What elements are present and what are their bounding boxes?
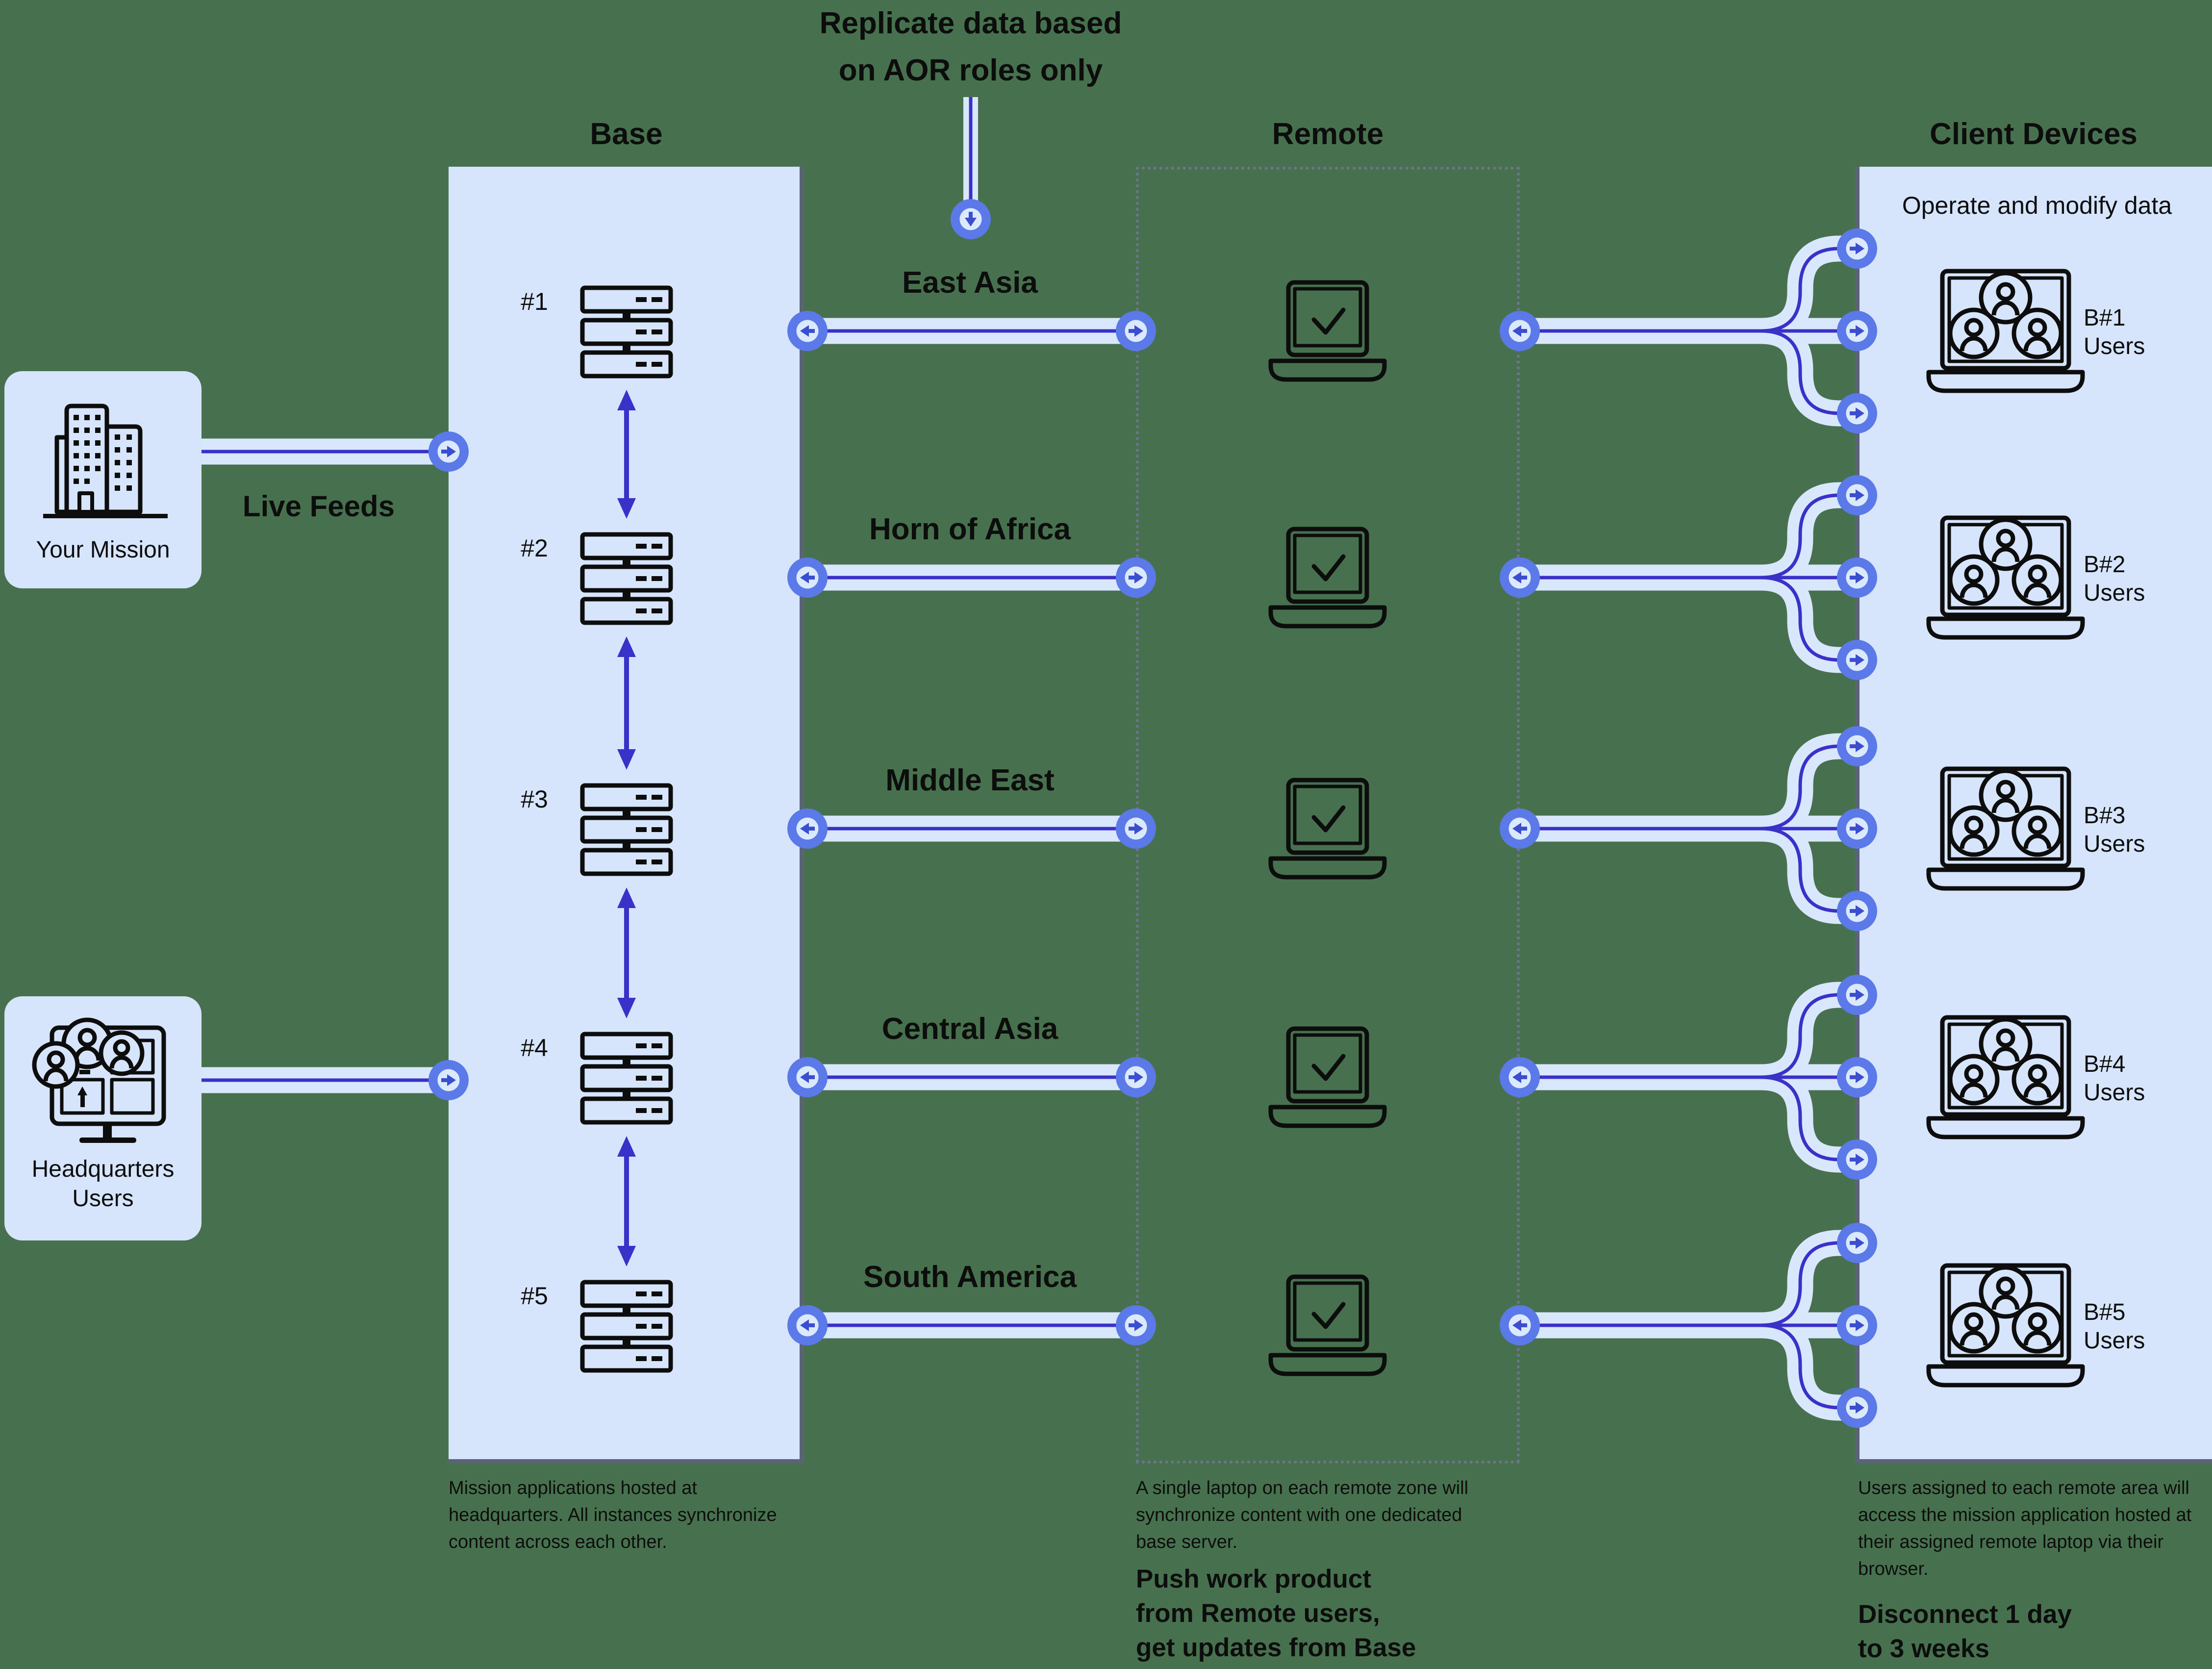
server-label: #2 xyxy=(521,534,548,562)
arrow-right-node xyxy=(428,1060,469,1100)
arrow-right-node xyxy=(428,431,469,472)
client-users-laptop-icon xyxy=(1925,1013,2086,1146)
client-users-label: B#1 Users xyxy=(2084,305,2145,359)
connector-lines xyxy=(201,97,1857,1410)
server-label: #5 xyxy=(521,1282,548,1310)
region-label: South America xyxy=(863,1260,1077,1294)
server-label: #1 xyxy=(521,288,548,315)
your-mission-label: Your Mission xyxy=(36,537,170,563)
remote-footnote-bold: Push work product from Remote users, get… xyxy=(1136,1565,1416,1662)
remote-laptop-icon xyxy=(1264,526,1391,630)
client-users-laptop-icon xyxy=(1925,1262,2086,1394)
region-label: Central Asia xyxy=(881,1012,1058,1046)
server-stack-icon xyxy=(580,285,673,379)
remote-column-header: Remote xyxy=(1272,117,1384,151)
client-users-label: B#3 Users xyxy=(2084,803,2145,857)
remote-laptop-icon xyxy=(1264,1274,1391,1378)
server-label: #4 xyxy=(521,1034,548,1062)
remote-footnote: A single laptop on each remote zone will… xyxy=(1136,1478,1469,1552)
server-stack-icon xyxy=(580,783,673,876)
headquarters-users-label: Headquarters Users xyxy=(31,1156,175,1212)
client-users-laptop-icon xyxy=(1925,514,2086,646)
remote-laptop-icon xyxy=(1264,279,1391,383)
server-stack-icon xyxy=(580,532,673,625)
client-users-laptop-icon xyxy=(1925,267,2086,400)
client-footnote-bold: Disconnect 1 day to 3 weeks xyxy=(1858,1600,2072,1663)
base-column-header: Base xyxy=(590,117,663,151)
region-label: Middle East xyxy=(885,763,1055,797)
arrow-down-node xyxy=(951,199,991,239)
region-label: East Asia xyxy=(902,266,1038,300)
headquarters-users-icon xyxy=(25,1011,186,1158)
base-footnote: Mission applications hosted at headquart… xyxy=(449,1478,777,1552)
building-icon xyxy=(34,392,176,525)
remote-laptop-icon xyxy=(1264,1026,1391,1130)
replication-note: Replicate data based on AOR roles only xyxy=(819,6,1122,87)
client-users-label: B#5 Users xyxy=(2084,1299,2145,1354)
live-feeds-label: Live Feeds xyxy=(242,490,395,523)
server-label: #3 xyxy=(521,785,548,813)
client-users-laptop-icon xyxy=(1925,765,2086,897)
server-stack-icon xyxy=(580,1032,673,1125)
client-users-label: B#2 Users xyxy=(2084,552,2145,606)
server-stack-icon xyxy=(580,1280,673,1373)
client-footnote: Users assigned to each remote area will … xyxy=(1858,1478,2192,1579)
region-label: Horn of Africa xyxy=(869,512,1071,546)
client-column-header: Client Devices xyxy=(1930,117,2137,151)
remote-laptop-icon xyxy=(1264,777,1391,881)
server-sync-arrows xyxy=(617,390,636,1266)
client-users-label: B#4 Users xyxy=(2084,1051,2145,1106)
client-subheader: Operate and modify data xyxy=(1902,192,2172,219)
